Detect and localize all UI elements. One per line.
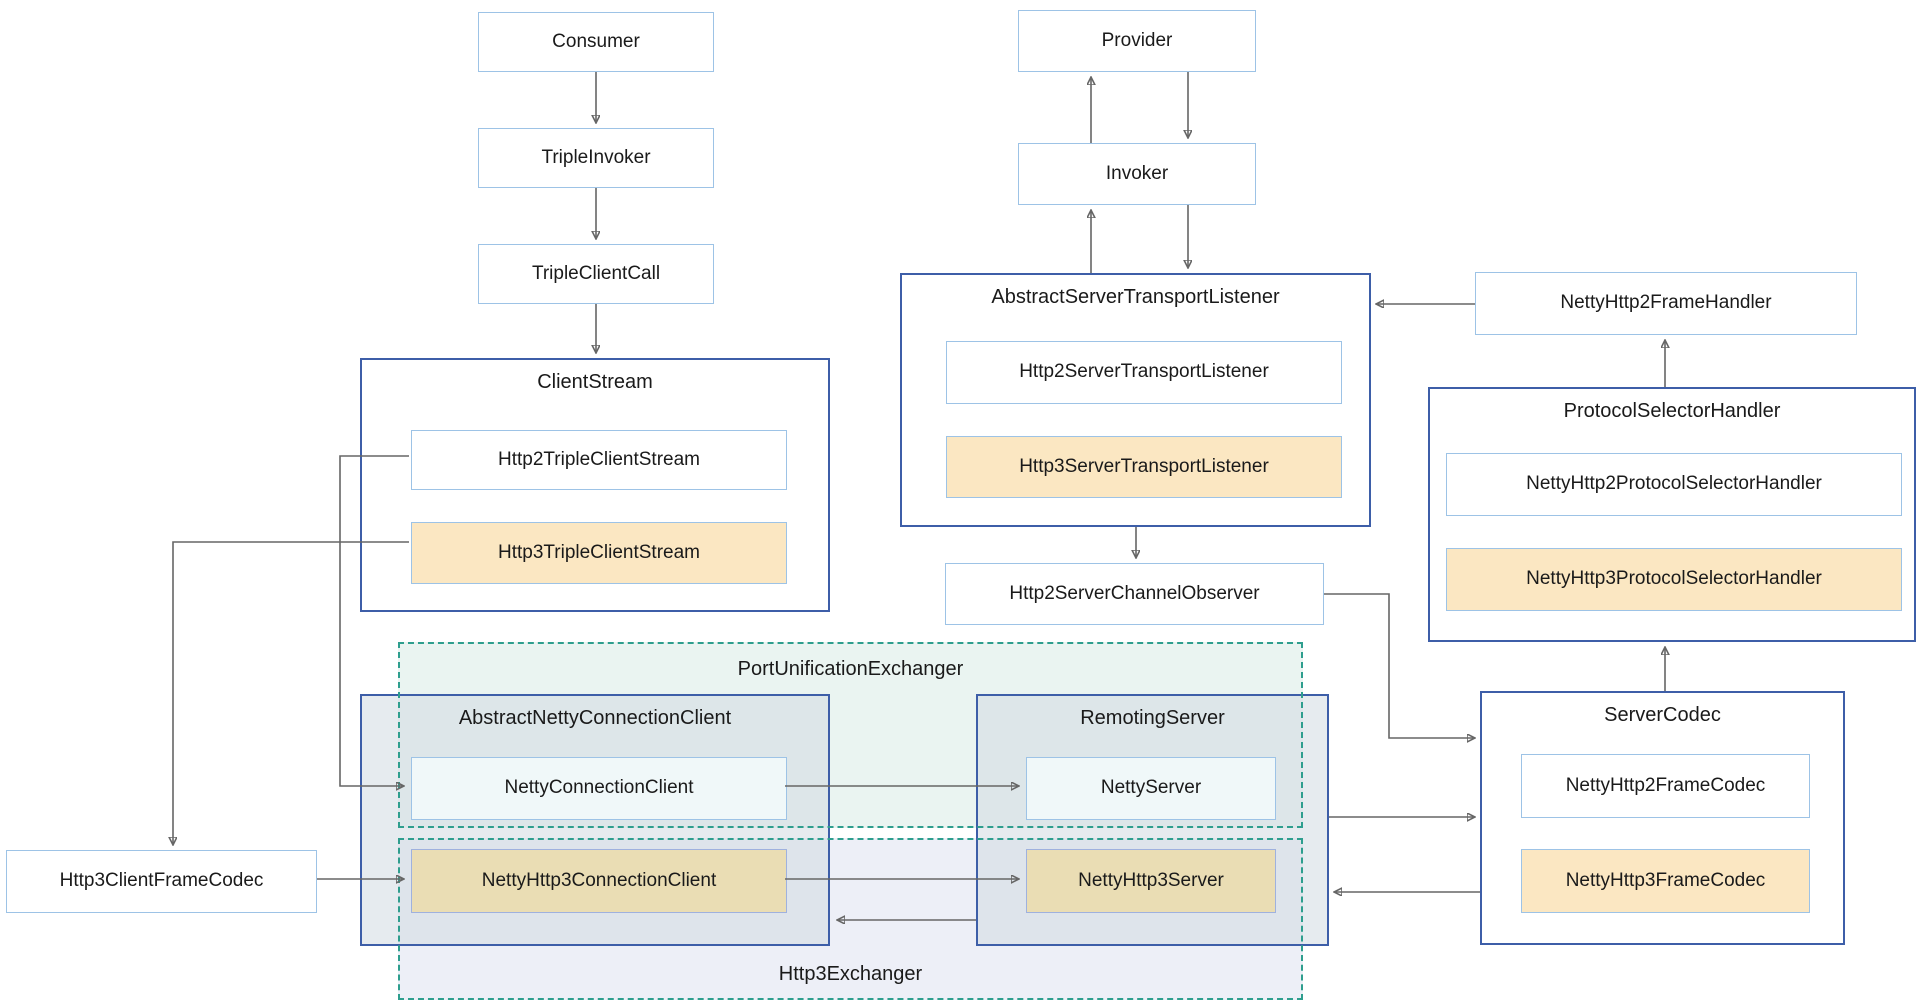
node-http2-server-transport-listener: Http2ServerTransportListener bbox=[946, 341, 1342, 404]
node-http2-triple-client-stream: Http2TripleClientStream bbox=[411, 430, 787, 490]
client-stream-title: ClientStream bbox=[537, 371, 653, 393]
node-provider: Provider bbox=[1018, 10, 1256, 72]
node-netty-connection-client: NettyConnectionClient bbox=[411, 757, 787, 820]
server-codec-title: ServerCodec bbox=[1604, 704, 1721, 726]
node-netty-http3-server: NettyHttp3Server bbox=[1026, 849, 1276, 913]
node-netty-http2-frame-codec: NettyHttp2FrameCodec bbox=[1521, 754, 1810, 818]
node-netty-http3-protocol-selector-handler: NettyHttp3ProtocolSelectorHandler bbox=[1446, 548, 1902, 611]
node-netty-http2-frame-handler: NettyHttp2FrameHandler bbox=[1475, 272, 1857, 335]
node-triple-client-call: TripleClientCall bbox=[478, 244, 714, 304]
group-abstract-netty-connection-client: AbstractNettyConnectionClient NettyConne… bbox=[360, 694, 830, 946]
node-netty-http3-frame-codec: NettyHttp3FrameCodec bbox=[1521, 849, 1810, 913]
group-remoting-server: RemotingServer NettyServer NettyHttp3Ser… bbox=[976, 694, 1329, 946]
node-consumer: Consumer bbox=[478, 12, 714, 72]
group-abstract-server-transport-listener: AbstractServerTransportListener Http2Ser… bbox=[900, 273, 1371, 527]
protocol-selector-handler-title: ProtocolSelectorHandler bbox=[1563, 400, 1781, 422]
node-http3-triple-client-stream: Http3TripleClientStream bbox=[411, 522, 787, 584]
node-http2-server-channel-observer: Http2ServerChannelObserver bbox=[945, 563, 1324, 625]
node-netty-http2-protocol-selector-handler: NettyHttp2ProtocolSelectorHandler bbox=[1446, 453, 1902, 516]
node-http3-client-frame-codec: Http3ClientFrameCodec bbox=[6, 850, 317, 913]
group-client-stream: ClientStream Http2TripleClientStream Htt… bbox=[360, 358, 830, 612]
group-protocol-selector-handler: ProtocolSelectorHandler NettyHttp2Protoc… bbox=[1428, 387, 1916, 642]
abstract-netty-connection-client-title: AbstractNettyConnectionClient bbox=[458, 707, 732, 729]
group-server-codec: ServerCodec NettyHttp2FrameCodec NettyHt… bbox=[1480, 691, 1845, 945]
node-http3-server-transport-listener: Http3ServerTransportListener bbox=[946, 436, 1342, 498]
remoting-server-title: RemotingServer bbox=[1080, 707, 1225, 729]
node-netty-http3-connection-client: NettyHttp3ConnectionClient bbox=[411, 849, 787, 913]
abstract-server-transport-listener-title: AbstractServerTransportListener bbox=[991, 286, 1280, 308]
node-invoker: Invoker bbox=[1018, 143, 1256, 205]
node-triple-invoker: TripleInvoker bbox=[478, 128, 714, 188]
node-netty-server: NettyServer bbox=[1026, 757, 1276, 820]
